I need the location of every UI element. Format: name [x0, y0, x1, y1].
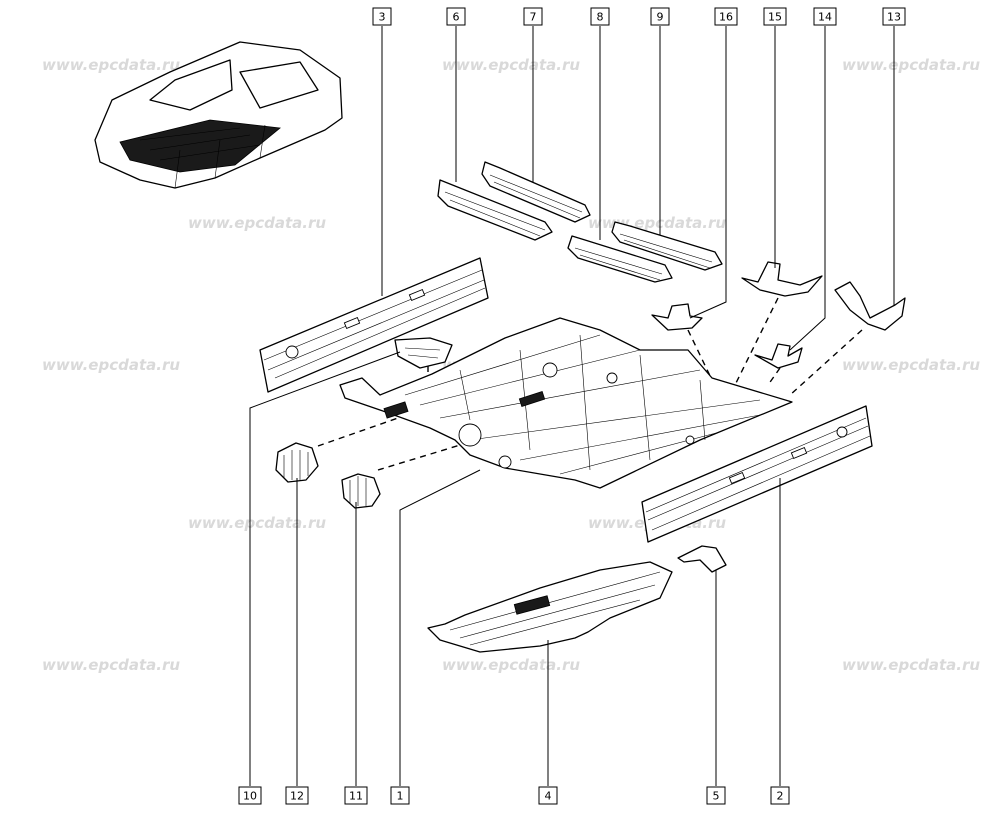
callout-label: 2: [777, 790, 784, 803]
callout-4: 4: [538, 786, 558, 805]
callout-9: 9: [650, 7, 670, 26]
part-2-right-sill: [641, 405, 873, 543]
callout-5: 5: [706, 786, 726, 805]
callout-14: 14: [813, 7, 837, 26]
watermark: www.epcdata.ru: [842, 56, 980, 74]
callout-label: 14: [818, 11, 832, 24]
watermark: www.epcdata.ru: [188, 514, 326, 532]
callout-11: 11: [344, 786, 368, 805]
part-3-left-sill: [259, 257, 489, 393]
watermark: www.epcdata.ru: [842, 356, 980, 374]
watermark: www.epcdata.ru: [442, 56, 580, 74]
watermark: www.epcdata.ru: [42, 356, 180, 374]
watermark: www.epcdata.ru: [42, 656, 180, 674]
watermark: www.epcdata.ru: [42, 56, 180, 74]
part-13-bracket: [834, 281, 906, 331]
part-5-bracket: [677, 545, 727, 573]
watermark: www.epcdata.ru: [442, 656, 580, 674]
part-12-plug: [275, 442, 319, 483]
part-15-bracket: [741, 261, 823, 297]
callout-16: 16: [714, 7, 738, 26]
part-1-floor-panel: [339, 317, 793, 489]
part-14-bracket: [754, 343, 803, 369]
callout-1: 1: [390, 786, 410, 805]
car-body-thumbnail: [94, 41, 343, 189]
part-4-front-floor: [427, 561, 673, 653]
callout-12: 12: [285, 786, 309, 805]
callout-3: 3: [372, 7, 392, 26]
part-7-cross-member: [481, 161, 591, 223]
callout-label: 1: [397, 790, 404, 803]
callouts: 3 6 7 8 9 16 15 14: [238, 7, 906, 805]
callout-10: 10: [238, 786, 262, 805]
callout-label: 10: [243, 790, 257, 803]
callout-8: 8: [590, 7, 610, 26]
leader-lines: [249, 26, 895, 786]
part-6-cross-member: [437, 179, 553, 241]
callout-label: 8: [597, 11, 604, 24]
callout-label: 7: [530, 11, 537, 24]
part-8-cross-member: [567, 235, 673, 283]
callout-label: 5: [713, 790, 720, 803]
callout-13: 13: [882, 7, 906, 26]
part-9-cross-member: [611, 221, 723, 271]
callout-label: 13: [887, 11, 901, 24]
callout-label: 11: [349, 790, 363, 803]
watermark: www.epcdata.ru: [188, 214, 326, 232]
callout-label: 3: [379, 11, 386, 24]
callout-label: 6: [453, 11, 460, 24]
part-11-plug: [341, 473, 381, 509]
callout-15: 15: [763, 7, 787, 26]
callout-label: 16: [719, 11, 733, 24]
part-10-bracket: [394, 337, 453, 369]
watermark: www.epcdata.ru: [588, 214, 726, 232]
callout-2: 2: [770, 786, 790, 805]
watermark: www.epcdata.ru: [842, 656, 980, 674]
callout-7: 7: [523, 7, 543, 26]
assembly-lines: [317, 297, 863, 471]
callout-label: 12: [290, 790, 304, 803]
callout-6: 6: [446, 7, 466, 26]
callout-label: 9: [657, 11, 664, 24]
callout-label: 4: [545, 790, 552, 803]
part-16-bracket: [651, 303, 703, 331]
callout-label: 15: [768, 11, 782, 24]
